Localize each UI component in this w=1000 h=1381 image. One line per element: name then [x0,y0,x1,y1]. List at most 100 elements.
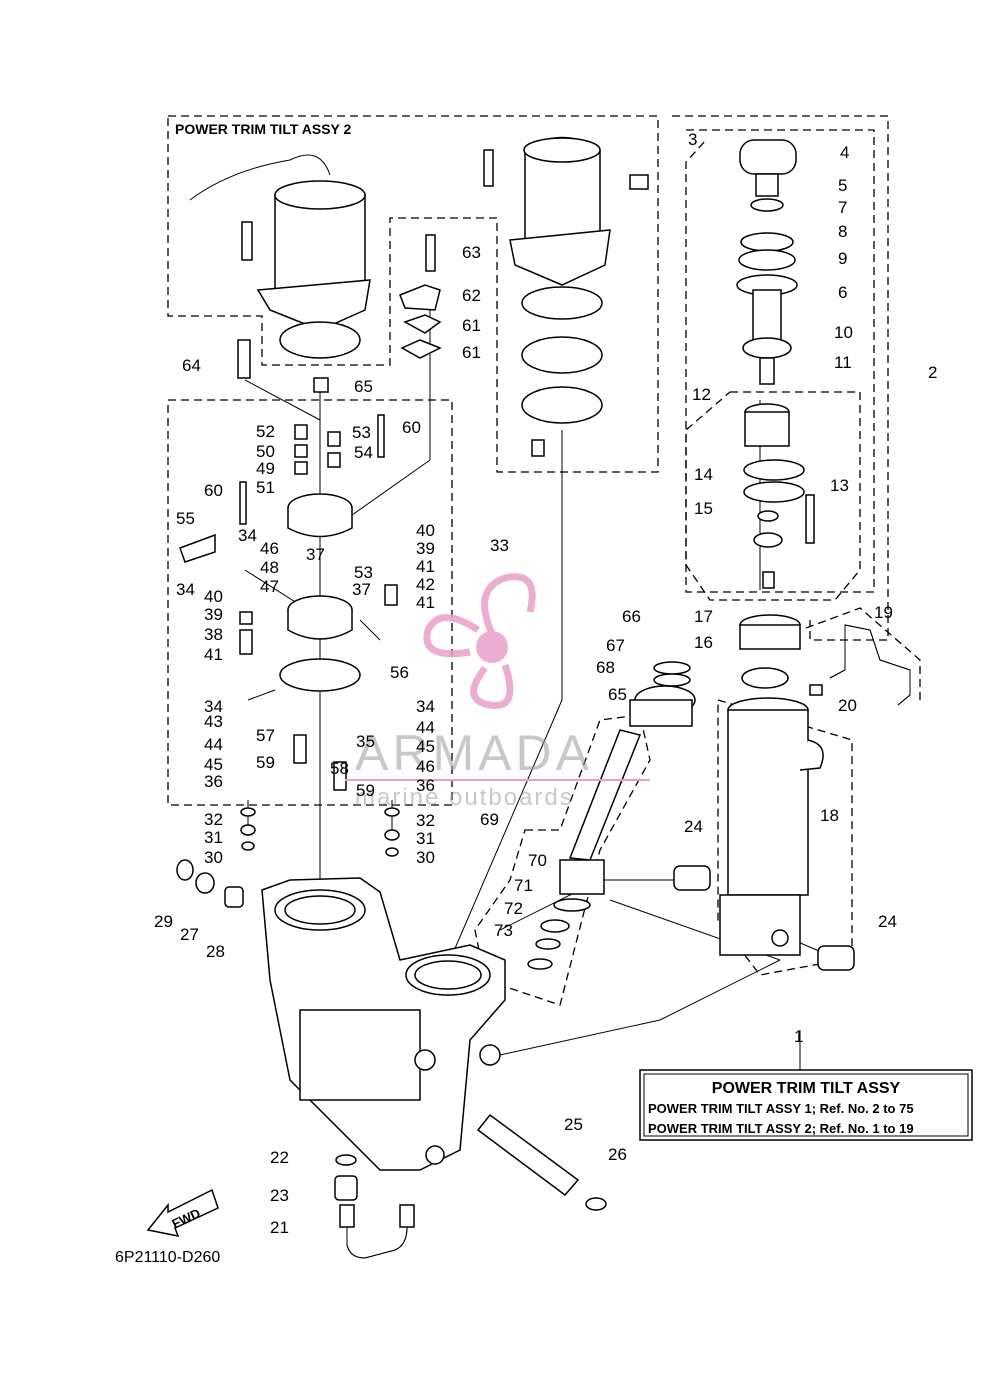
callout: 70 [528,851,547,870]
callout: 24 [878,912,897,931]
callout: 55 [176,509,195,528]
callout: 64 [182,356,201,375]
callout: 26 [608,1145,627,1164]
callout: 67 [606,636,625,655]
callout: 30 [204,848,223,867]
diagram-code: 6P21110-D260 [115,1249,220,1266]
callout: 41 [204,645,223,664]
callout: 28 [206,942,225,961]
callout: 21 [270,1218,289,1237]
motor-assy1 [483,136,649,457]
callout: 22 [270,1148,289,1167]
watermark-tagline: marine outboards [355,784,574,811]
callout: 27 [180,925,199,944]
assy2-box-label: POWER TRIM TILT ASSY 2 [175,121,352,137]
callout: 3 [688,130,697,149]
callout: 45 [204,755,223,774]
legend-line-2: POWER TRIM TILT ASSY 2; Ref. No. 1 to 19 [648,1121,914,1136]
callout: 25 [564,1115,583,1134]
callout: 61 [462,343,481,362]
callout: 43 [204,712,223,731]
callout: 46 [416,757,435,776]
callout: 1 [794,1027,803,1046]
callout: 58 [330,759,349,778]
callout: 8 [838,222,847,241]
callout: 38 [204,625,223,644]
propeller-logo-icon [423,573,536,709]
callout: 45 [416,737,435,756]
callout: 66 [622,607,641,626]
callout: 11 [834,353,852,372]
callout: 24 [684,817,703,836]
callout-numbers: 1 2 3 4 5 6 7 8 9 10 11 12 13 14 15 16 1… [154,130,937,1237]
callout: 34 [416,697,435,716]
callout: 20 [838,696,857,715]
watermark-brand: ARMADA [355,725,593,781]
fwd-arrow-icon [146,1188,219,1238]
callout: 51 [256,478,275,497]
callout: 31 [416,829,435,848]
assembly-boundaries [167,115,921,1006]
callout: 29 [154,912,173,931]
callout: 2 [928,363,937,382]
main-housing [261,877,506,1171]
callout: 19 [874,603,893,622]
callout: 53 [354,563,373,582]
callout: 47 [260,577,279,596]
pump-body [179,414,385,692]
callout: 12 [692,385,711,404]
trim-cylinder [719,614,824,956]
callout: 41 [416,557,435,576]
callout: 63 [462,243,481,262]
callout: 71 [514,876,533,895]
spool-parts [239,424,400,857]
callout: 32 [204,810,223,829]
pins-24 [673,865,855,971]
callout: 62 [462,286,481,305]
callout: 59 [356,781,375,800]
callout: 60 [402,418,421,437]
callout: 52 [256,422,275,441]
callout: 16 [694,633,713,652]
callout: 56 [390,663,409,682]
callout: 72 [504,899,523,918]
watermark: ARMADA marine outboards [345,573,650,811]
callout: 34 [204,697,223,716]
callout: 32 [416,811,435,830]
callout: 5 [838,176,847,195]
gas-cylinder [527,661,696,970]
left-small-parts [176,859,244,908]
callout: 61 [462,316,481,335]
legend-line-1: POWER TRIM TILT ASSY 1; Ref. No. 2 to 75 [648,1101,914,1116]
callout: 37 [352,580,371,599]
callout: 40 [204,587,223,606]
callout: 41 [416,593,435,612]
callout: 73 [494,921,513,940]
callout: 59 [256,753,275,772]
valve-parts [237,234,442,393]
legend-title: POWER TRIM TILT ASSY [712,1080,901,1097]
callout: 36 [204,772,223,791]
callout: 4 [840,143,849,162]
callout: 7 [838,198,847,217]
callout: 68 [596,658,615,677]
rod-25 [476,1113,607,1211]
callout: 42 [416,575,435,594]
callout: 39 [416,539,435,558]
callout: 46 [260,539,279,558]
callout: 65 [608,685,627,704]
callout: 13 [830,476,849,495]
callout: 50 [256,442,275,461]
callout: 33 [490,536,509,555]
callout: 57 [256,726,275,745]
callout: 18 [820,806,839,825]
callout: 6 [838,283,847,302]
parts [146,136,911,1259]
callout: 69 [480,810,499,829]
callout: 17 [694,607,713,626]
callout: 34 [238,526,257,545]
callout: 48 [260,558,279,577]
callout: 44 [416,718,435,737]
bottom-fittings [334,1154,415,1259]
